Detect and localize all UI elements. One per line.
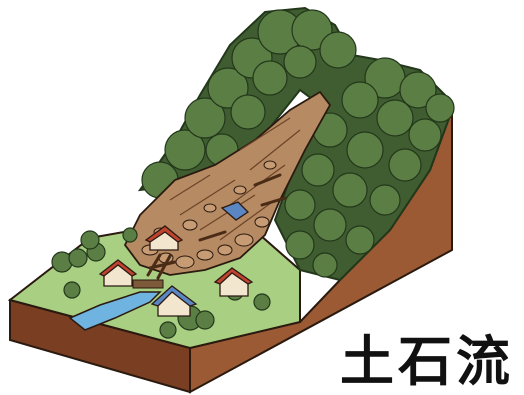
bridge: [132, 279, 164, 289]
house-icon: [98, 201, 254, 317]
diagram-caption: 土石流: [340, 330, 514, 393]
tree-icon: [51, 227, 271, 339]
forest-hill: [137, 6, 455, 282]
water-icon: [68, 291, 162, 331]
log-icon: [146, 173, 287, 280]
